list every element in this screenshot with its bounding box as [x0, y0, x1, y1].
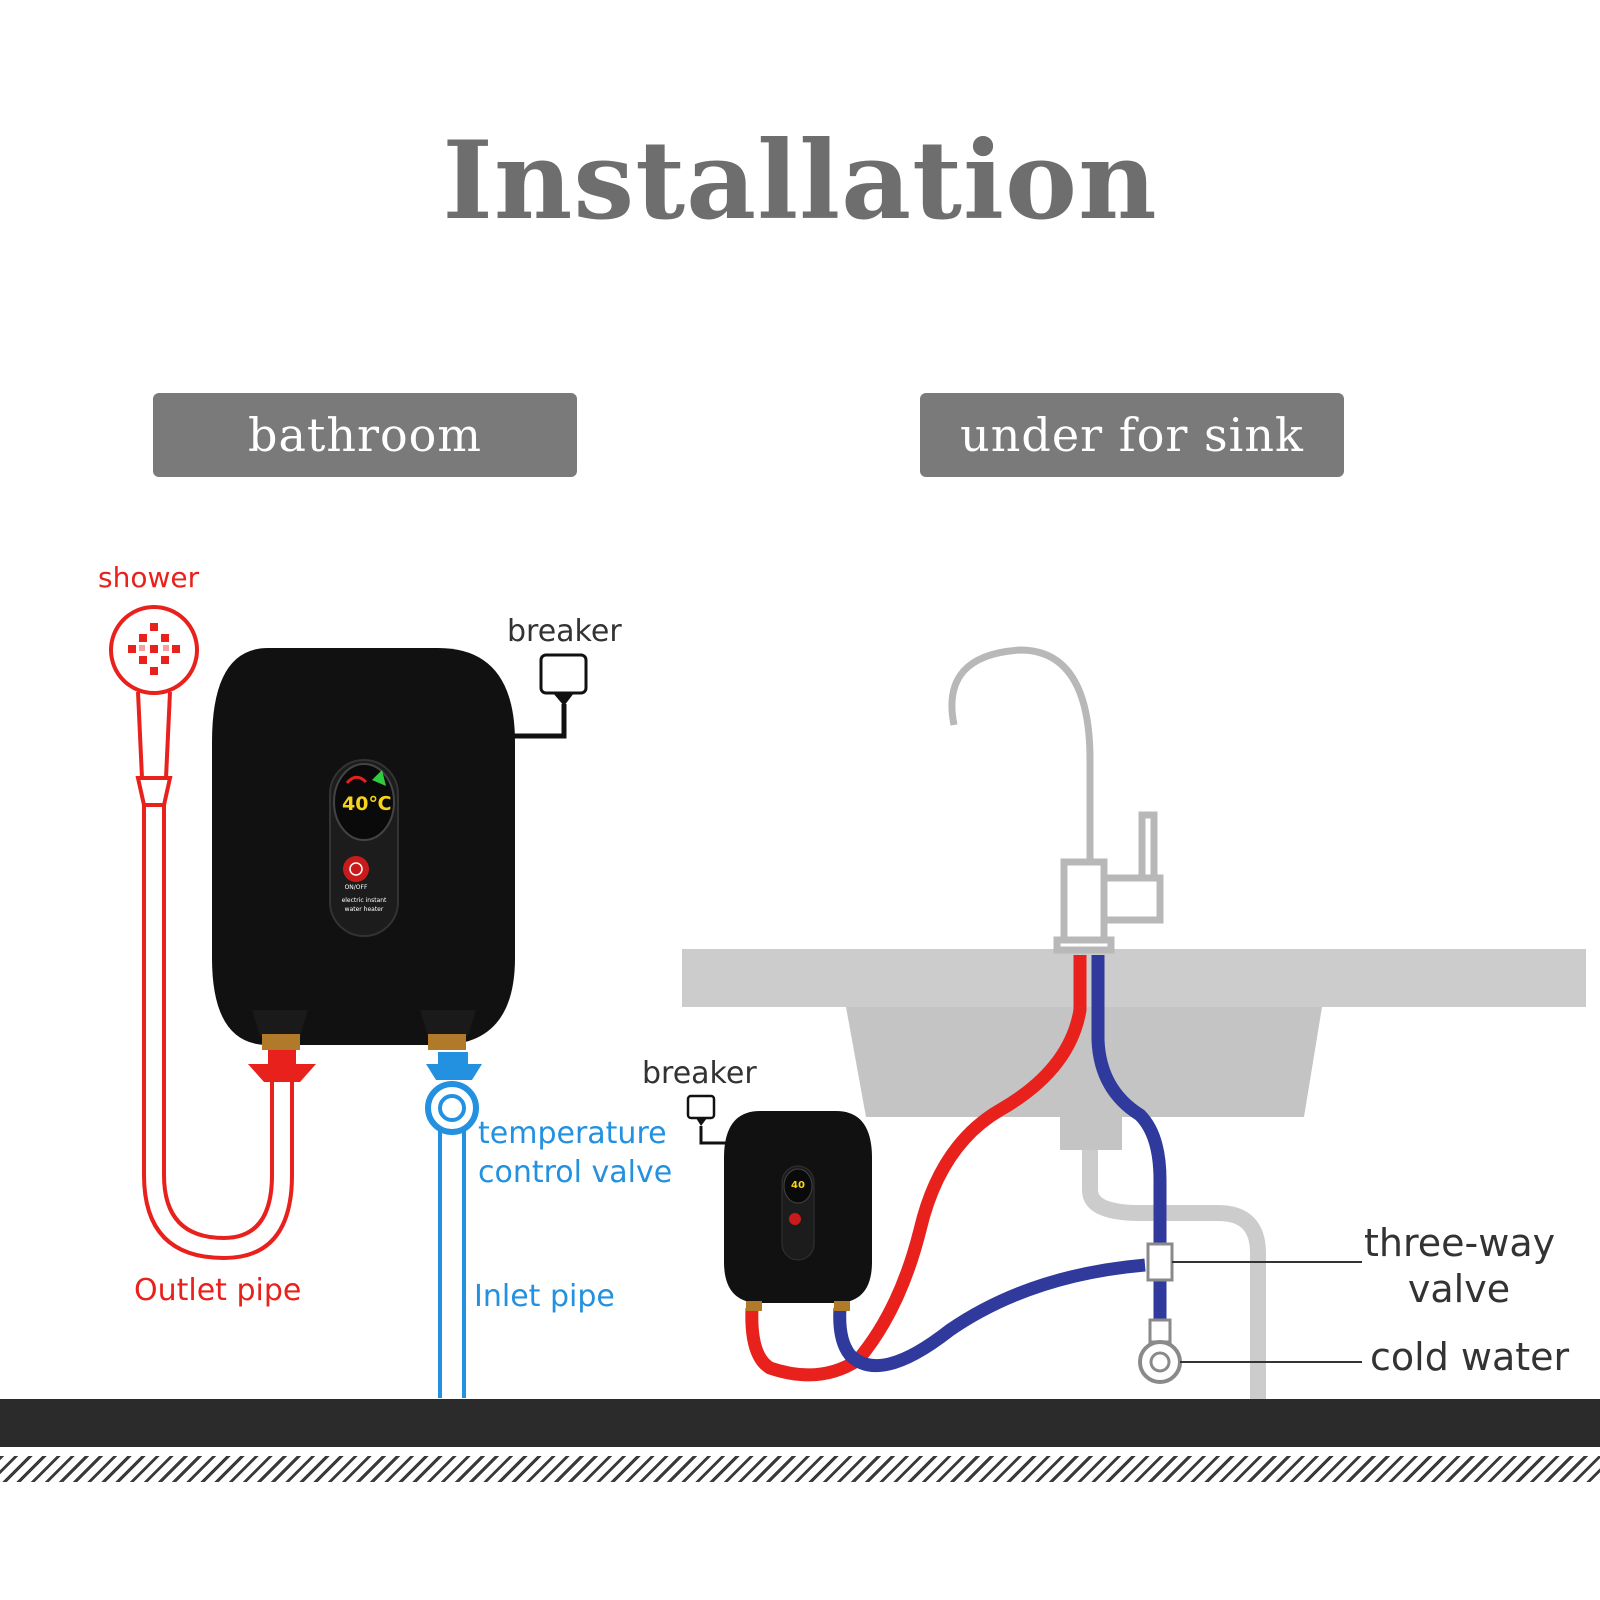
- heater-product-line1: electric instant: [341, 897, 387, 904]
- cold-water-label: cold water: [1370, 1335, 1570, 1379]
- temperature-valve-label-line2: control valve: [478, 1155, 673, 1190]
- heater-product-line2: water heater: [344, 906, 384, 913]
- breaker-icon: [508, 653, 588, 739]
- breaker-label: breaker: [507, 614, 622, 649]
- countertop: [682, 949, 1586, 1007]
- three-way-valve-icon: [1146, 1242, 1362, 1282]
- heater-power-label: ON/OFF: [344, 884, 368, 891]
- hot-water-hose: [745, 955, 1087, 1382]
- heater-temp-display: 40℃: [342, 793, 392, 815]
- sink-heater-temp-display: 40: [791, 1180, 805, 1191]
- shower-label: shower: [98, 561, 200, 594]
- water-heater-bathroom: [212, 648, 515, 1050]
- sink-basin: [846, 1007, 1322, 1117]
- drain-trap: [1082, 1150, 1266, 1400]
- inlet-pipe: [425, 1081, 479, 1398]
- water-heater-sink: [724, 1111, 872, 1311]
- outlet-pipe-label: Outlet pipe: [134, 1273, 302, 1308]
- floor-bar: [0, 1399, 1600, 1447]
- temperature-control-valve-icon: [426, 1064, 482, 1080]
- sink-breaker-icon: [686, 1094, 728, 1145]
- floor-hatch: [0, 1456, 1600, 1482]
- three-way-valve-label-line2: valve: [1407, 1267, 1511, 1311]
- sink-breaker-label: breaker: [642, 1056, 757, 1091]
- page-title: Installation: [442, 118, 1158, 244]
- inlet-pipe-label: Inlet pipe: [474, 1279, 615, 1314]
- outlet-nut: [248, 1064, 316, 1082]
- outlet-pipe: [142, 805, 294, 1261]
- bathroom-section-badge: bathroom: [153, 393, 577, 477]
- cold-water-valve-icon: [1138, 1318, 1362, 1384]
- temperature-valve-label-line1: temperature: [478, 1116, 667, 1151]
- sink-section-badge: under for sink: [920, 393, 1344, 477]
- faucet-icon: [948, 646, 1164, 954]
- three-way-valve-label-line1: three-way: [1364, 1221, 1556, 1265]
